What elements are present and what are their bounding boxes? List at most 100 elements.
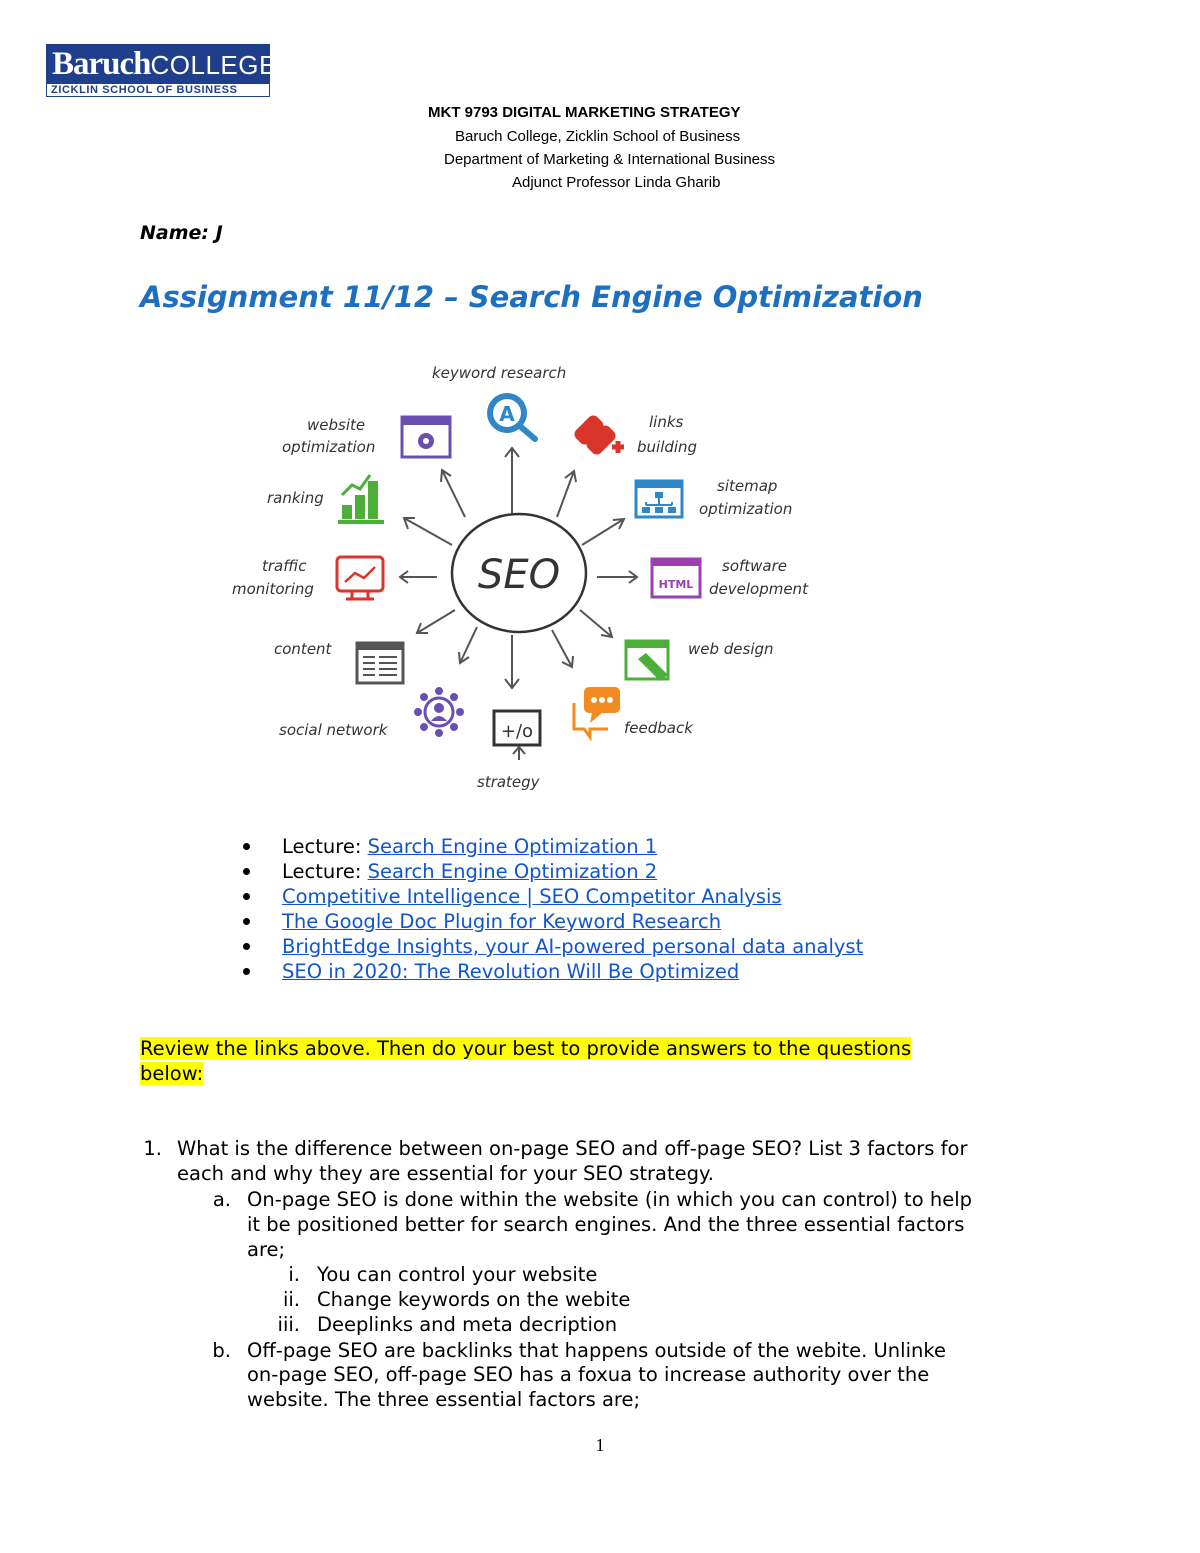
sub-i-text: You can control your website [317, 1263, 598, 1286]
label-social-network: social network [279, 721, 389, 739]
arrow-down-right [551, 629, 574, 669]
label-sitemap: sitemap [717, 477, 777, 495]
seo-center-label: SEO [478, 552, 560, 598]
label-traffic: traffic [262, 557, 307, 575]
svg-text:+/o: +/o [501, 721, 533, 742]
arrow-up [504, 446, 520, 513]
sub-ii-text: Change keywords on the webite [317, 1288, 631, 1311]
label-building: building [637, 438, 697, 456]
arrow-down [504, 635, 520, 690]
label-ranking: ranking [267, 489, 324, 507]
logo-subtitle-bar: ZICKLIN SCHOOL OF BUSINESS [46, 83, 270, 97]
label-software-development: development [709, 580, 809, 598]
lecture-seo-1-link[interactable]: Search Engine Optimization 1 [367, 835, 658, 858]
answer-a-line-3: are; [247, 1238, 286, 1261]
seo-center-circle [450, 512, 588, 634]
resource-links-list: Lecture: Search Engine Optimization 1 Le… [243, 834, 863, 984]
website-optimization-icon [400, 415, 452, 459]
bullet-icon [243, 918, 250, 925]
arrow-strategy [512, 745, 526, 760]
list-item: BrightEdge Insights, your AI-powered per… [243, 934, 863, 959]
sub-iii-text: Deeplinks and meta decription [317, 1313, 618, 1336]
answer-b-line-2: on-page SEO, off-page SEO has a foxua to… [247, 1363, 930, 1386]
feedback-icon [572, 687, 620, 742]
sub-iii-label: iii. [277, 1313, 300, 1336]
list-item: Competitive Intelligence | SEO Competito… [243, 884, 863, 909]
lecture-seo-2-link[interactable]: Search Engine Optimization 2 [367, 860, 658, 883]
keyword-research-icon: A [487, 393, 538, 442]
competitive-intelligence-link[interactable]: Competitive Intelligence | SEO Competito… [282, 885, 782, 908]
sub-i-label: i. [288, 1263, 300, 1286]
label-strategy: strategy [477, 773, 541, 791]
web-design-icon [624, 639, 670, 681]
arrow-left-lower [415, 609, 456, 634]
question-number: 1. [143, 1137, 162, 1160]
html-icon-text: HTML [659, 578, 694, 591]
strategy-icon: +/o [492, 709, 542, 747]
question-1-line-1: What is the difference between on-page S… [177, 1137, 968, 1160]
arrow-right [597, 570, 639, 584]
sitemap-icon [634, 479, 684, 519]
label-web-design: web design [688, 640, 774, 658]
bullet-icon [243, 843, 250, 850]
course-title: MKT 9793 DIGITAL MARKETING STRATEGY [428, 104, 741, 121]
link-prefix: Lecture: [282, 835, 368, 858]
label-website-optimization: optimization [282, 438, 375, 456]
software-development-icon: HTML [650, 557, 702, 599]
seo-diagram: SEO A keyword research website optimizat… [232, 364, 809, 791]
links-building-icon [574, 415, 624, 455]
link-prefix: Lecture: [282, 860, 368, 883]
list-item: SEO in 2020: The Revolution Will Be Opti… [243, 959, 863, 984]
label-content: content [274, 640, 333, 658]
sub-ii-label: ii. [282, 1288, 300, 1311]
bullet-icon [243, 868, 250, 875]
page-number: 1 [595, 1435, 605, 1455]
brightedge-insights-link[interactable]: BrightEdge Insights, your AI-powered per… [282, 935, 864, 958]
list-item: Lecture: Search Engine Optimization 1 [243, 834, 863, 859]
bullet-icon [243, 968, 250, 975]
answer-a-label: a. [212, 1188, 231, 1211]
baruch-college-logo: BaruchCOLLEGE ZICKLIN SCHOOL OF BUSINESS [46, 44, 276, 97]
label-sitemap-optimization: optimization [699, 500, 792, 518]
arrow-up-left [440, 468, 466, 518]
seo-2020-link[interactable]: SEO in 2020: The Revolution Will Be Opti… [282, 960, 740, 983]
arrow-right-upper [581, 517, 626, 546]
college-name: Baruch College, Zicklin School of Busine… [455, 128, 741, 145]
instructions-line-1: Review the links above. Then do your bes… [140, 1037, 912, 1060]
label-software: software [722, 557, 787, 575]
logo-college: COLLEGE [150, 50, 277, 80]
svg-text:A: A [499, 402, 515, 426]
label-website: website [307, 416, 365, 434]
answer-b-label: b. [212, 1339, 231, 1362]
answer-b-line-3: website. The three essential factors are… [247, 1388, 641, 1411]
label-traffic-monitoring: monitoring [232, 580, 314, 598]
bullet-icon [243, 943, 250, 950]
answer-b-line-1: Off-page SEO are backlinks that happens … [247, 1339, 946, 1362]
logo-baruch: Baruch [52, 46, 152, 82]
professor-name: Adjunct Professor Linda Gharib [512, 174, 721, 191]
ranking-icon [338, 474, 384, 524]
bullet-icon [243, 893, 250, 900]
label-feedback: feedback [624, 719, 694, 737]
content-icon [355, 641, 405, 685]
social-network-icon [414, 687, 464, 737]
arrow-right-lower [579, 609, 614, 639]
assignment-title: Assignment 11/12 – Search Engine Optimiz… [140, 280, 923, 314]
arrow-left [398, 570, 437, 584]
instructions: Review the links above. Then do your bes… [140, 1036, 1010, 1086]
question-1-line-2: each and why they are essential for your… [177, 1162, 714, 1185]
arrow-left-upper [402, 517, 453, 546]
label-keyword-research: keyword research [432, 364, 566, 382]
answer-a-line-1: On-page SEO is done within the website (… [247, 1188, 972, 1211]
answer-a-line-2: it be positioned better for search engin… [247, 1213, 965, 1236]
instructions-line-2: below: [140, 1062, 204, 1085]
arrow-down-left [458, 626, 478, 665]
department-name: Department of Marketing & International … [444, 151, 776, 168]
logo-subtitle: ZICKLIN SCHOOL OF BUSINESS [51, 84, 238, 96]
arrow-up-right [556, 469, 577, 518]
google-doc-plugin-link[interactable]: The Google Doc Plugin for Keyword Resear… [282, 910, 722, 933]
arrows [398, 446, 639, 760]
list-item: The Google Doc Plugin for Keyword Resear… [243, 909, 863, 934]
student-name: Name: J [140, 222, 223, 244]
label-links: links [649, 413, 684, 431]
